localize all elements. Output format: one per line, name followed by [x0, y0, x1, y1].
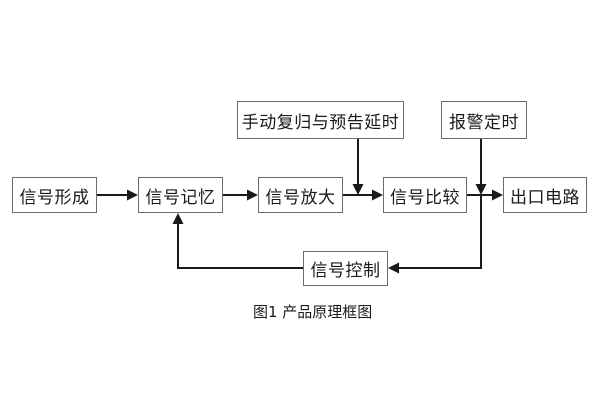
figure-caption: 图1 产品原理框图: [253, 303, 373, 321]
node-label: 手动复归与预告延时: [241, 112, 400, 133]
node-signal-compare[interactable]: 信号比较: [383, 177, 467, 213]
node-label: 信号形成: [19, 187, 90, 208]
connector-compare-to-output: [467, 189, 503, 201]
connector-control-to-memory: [172, 213, 303, 269]
connector-formation-to-memory: [97, 189, 138, 201]
node-label: 信号控制: [310, 261, 381, 281]
node-signal-control[interactable]: 信号控制: [303, 251, 388, 286]
connector-amplify-to-compare: [343, 189, 383, 201]
node-alarm-timer[interactable]: 报警定时: [441, 101, 527, 139]
node-label: 信号比较: [390, 187, 460, 208]
node-label: 报警定时: [449, 112, 519, 133]
node-output-circuit[interactable]: 出口电路: [503, 177, 587, 213]
connector-reset-to-compare: [352, 139, 364, 195]
connector-memory-to-amplify: [223, 189, 258, 201]
node-manual-reset[interactable]: 手动复归与预告延时: [237, 101, 404, 139]
node-signal-memory[interactable]: 信号记忆: [138, 177, 223, 213]
node-label: 出口电路: [510, 187, 580, 208]
node-signal-formation[interactable]: 信号形成: [12, 177, 97, 213]
connector-alarm-to-output: [475, 139, 487, 195]
connector-output-to-control: [388, 195, 482, 274]
node-label: 信号记忆: [145, 187, 216, 208]
node-label: 信号放大: [265, 187, 336, 208]
node-signal-amplify[interactable]: 信号放大: [258, 177, 343, 213]
